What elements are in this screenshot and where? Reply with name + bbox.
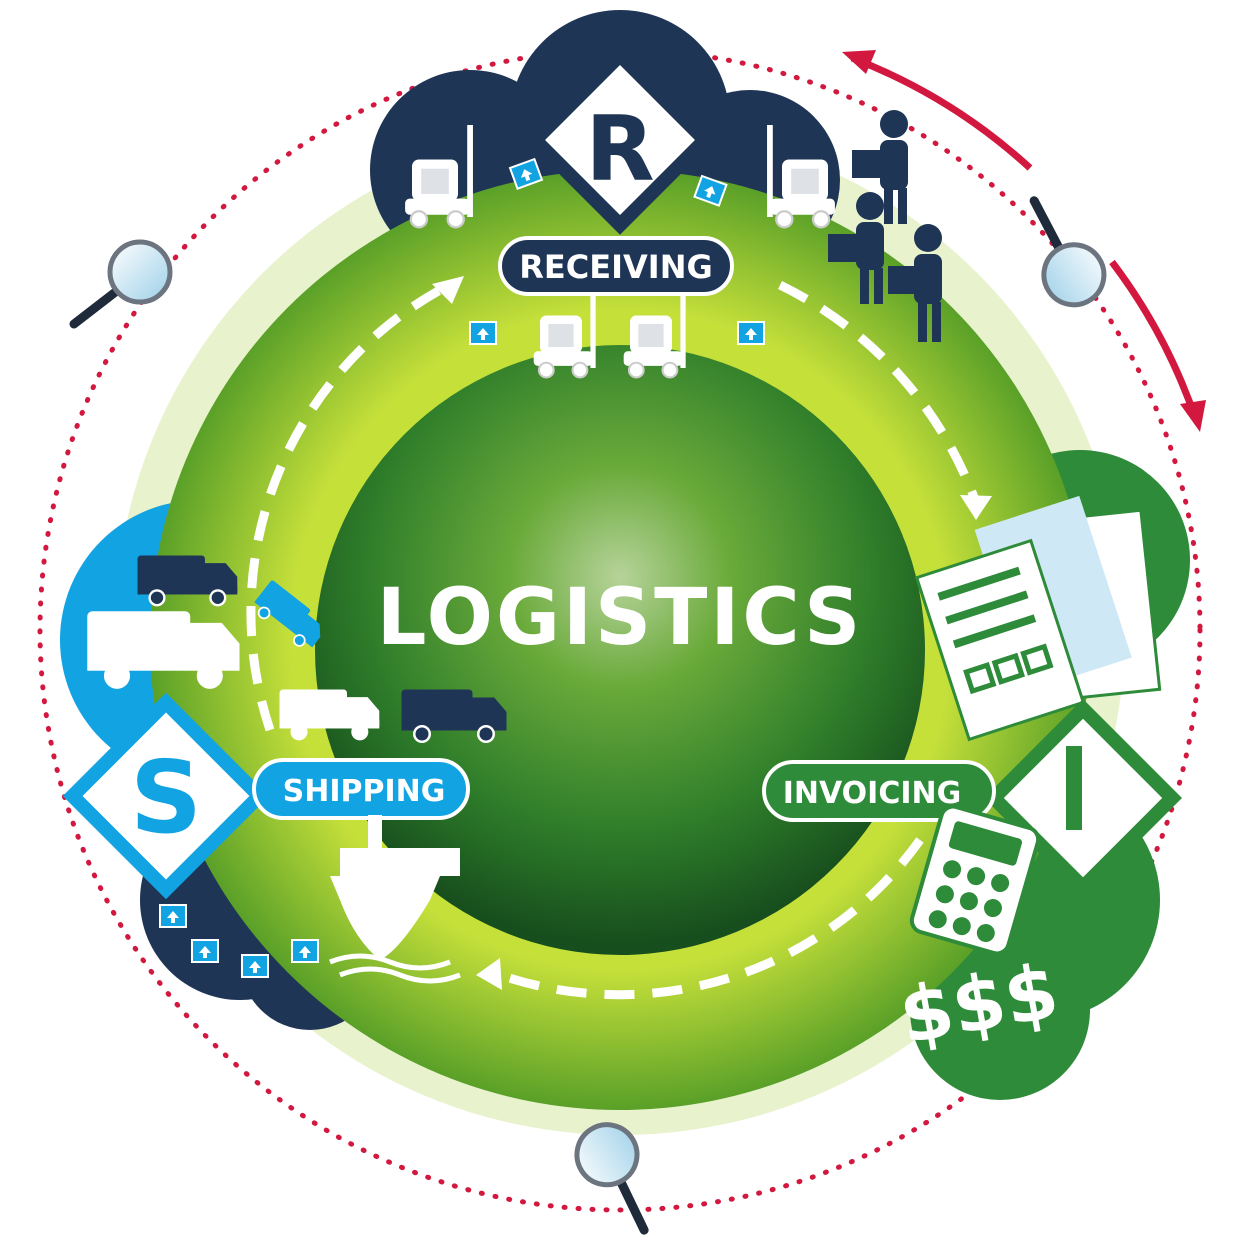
shipping-pill <box>252 758 470 820</box>
flow-arrowhead-icon <box>432 276 464 304</box>
receiving-pill <box>498 236 734 296</box>
receiving-stage: R RECEIVING <box>403 45 942 379</box>
ship-icon <box>329 815 461 984</box>
flow-arrow-receiving-invoicing <box>778 280 980 502</box>
box-icon <box>159 904 187 928</box>
invoicing-stage: INVOICING I $$$ <box>762 495 1182 1061</box>
cycle-arrowhead-icon <box>842 50 876 74</box>
flow-arrow-invoicing-shipping <box>498 837 924 1000</box>
box-icon <box>191 939 219 963</box>
invoicing-letter-shape <box>1066 746 1082 830</box>
cycle-arrow-icon <box>850 54 1033 171</box>
worker-icon <box>852 110 908 224</box>
shipping-label: SHIPPING <box>283 774 446 809</box>
box-icon <box>291 939 319 963</box>
magnifier-icon <box>1017 201 1114 310</box>
invoicing-pill <box>762 760 996 822</box>
cycle-arrow-icon <box>1109 259 1200 422</box>
invoicing-label: INVOICING <box>783 776 962 811</box>
calculator-icon <box>909 804 1041 956</box>
cycle-arrowhead-icon <box>1180 400 1206 432</box>
flow-arrow-shipping-receiving <box>246 286 443 732</box>
flow-arrowhead-icon <box>476 958 502 990</box>
shipping-diamond <box>62 692 270 900</box>
shipping-stage: S SHIPPING <box>62 555 507 984</box>
center-title: LOGISTICS <box>377 573 864 663</box>
worker-icon <box>828 192 884 304</box>
receiving-letter: R <box>585 97 654 202</box>
box-icon <box>241 954 269 978</box>
shipping-letter: S <box>130 739 202 856</box>
flow-arrowhead-icon <box>960 495 992 520</box>
box-icon <box>737 321 765 345</box>
box-icon <box>469 321 497 345</box>
receiving-label: RECEIVING <box>519 248 712 286</box>
worker-icon <box>888 224 942 342</box>
magnifier-icon <box>564 1119 664 1230</box>
magnifier-icon <box>74 242 170 324</box>
document-icon <box>914 495 1162 742</box>
receiving-diamond <box>525 45 715 235</box>
